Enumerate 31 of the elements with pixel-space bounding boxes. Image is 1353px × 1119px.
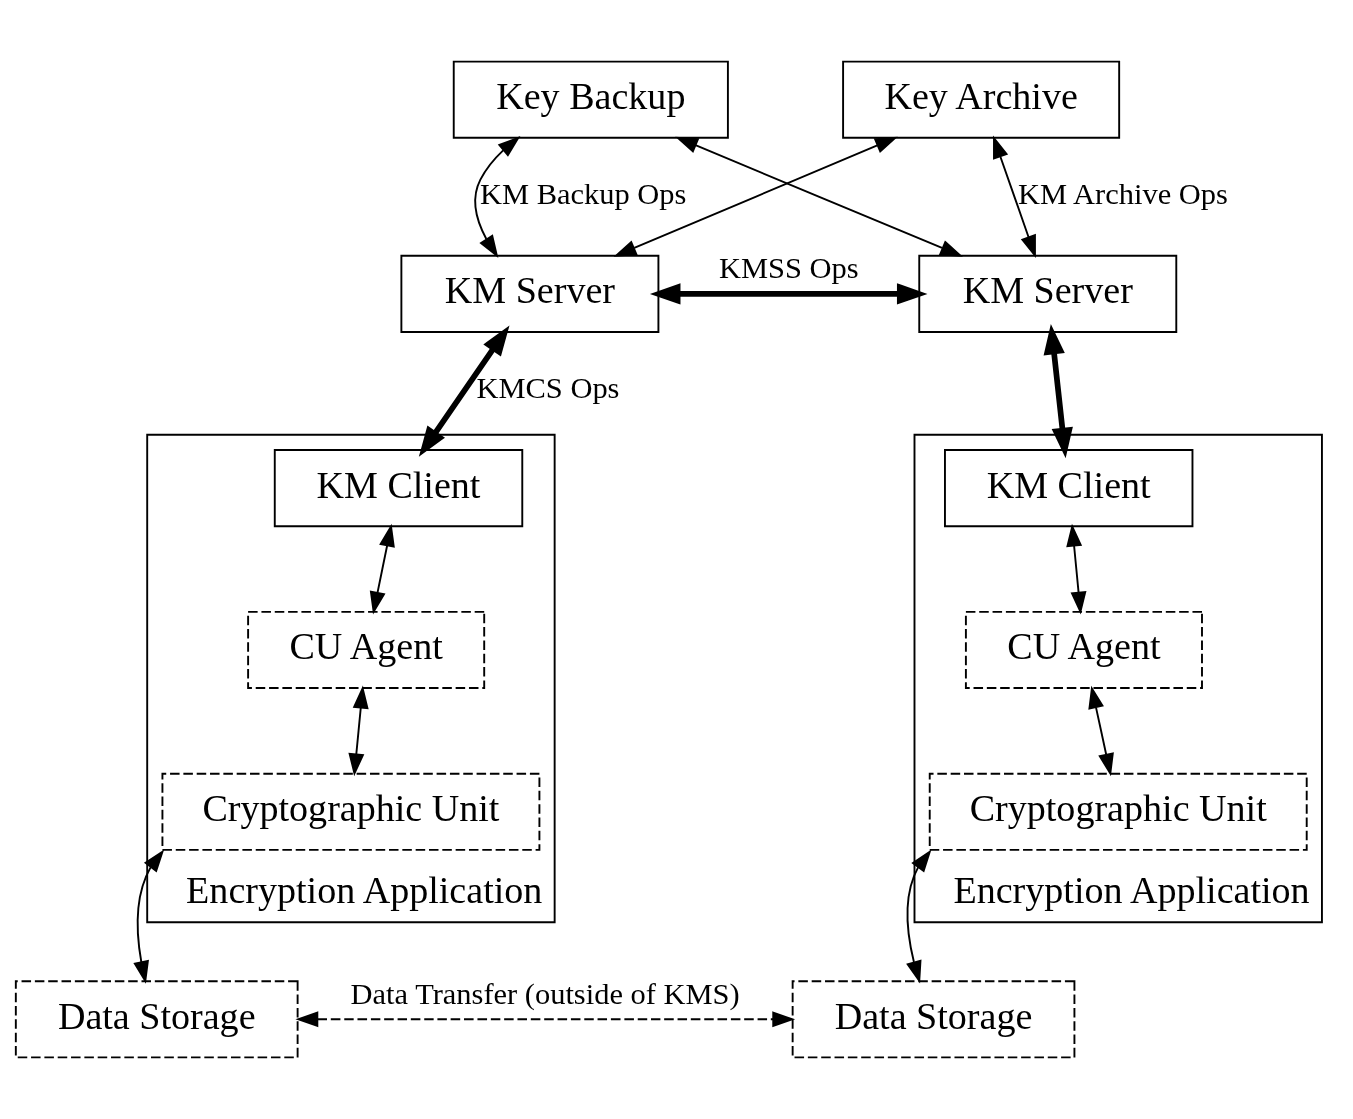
edge-label: Data Transfer (outside of KMS) — [350, 976, 740, 1011]
node-box: Data Storage — [791, 980, 1076, 1059]
node-box: Key Archive — [842, 60, 1121, 139]
node-box: Key Backup — [452, 60, 729, 139]
arrow — [1066, 523, 1087, 615]
arrow — [613, 136, 898, 257]
arrow — [649, 283, 928, 305]
edge-label: KM Archive Ops — [1018, 177, 1228, 212]
node-box: KM Server — [918, 254, 1178, 333]
arrow — [133, 849, 165, 984]
arrow — [418, 325, 510, 457]
node-box: Data Storage — [14, 980, 299, 1059]
node-box: Cryptographic Unit — [928, 772, 1308, 851]
node-box: CU Agent — [964, 610, 1203, 689]
node-box: CU Agent — [247, 610, 486, 689]
arrow — [295, 1011, 796, 1028]
arrow — [1088, 685, 1114, 777]
node-box: Cryptographic Unit — [161, 772, 541, 851]
edge-label: KMSS Ops — [719, 251, 859, 286]
node-box: KM Client — [273, 449, 524, 528]
arrow — [906, 849, 932, 984]
arrow — [474, 136, 521, 258]
arrow — [369, 523, 395, 615]
arrow — [993, 135, 1036, 259]
edge-label: KMCS Ops — [476, 371, 620, 406]
arrow — [1043, 323, 1073, 459]
node-box: KM Client — [944, 449, 1194, 528]
node-box: KM Server — [400, 254, 660, 333]
arrow — [675, 136, 963, 257]
arrow — [348, 685, 369, 777]
edge-label: KM Backup Ops — [480, 177, 687, 212]
